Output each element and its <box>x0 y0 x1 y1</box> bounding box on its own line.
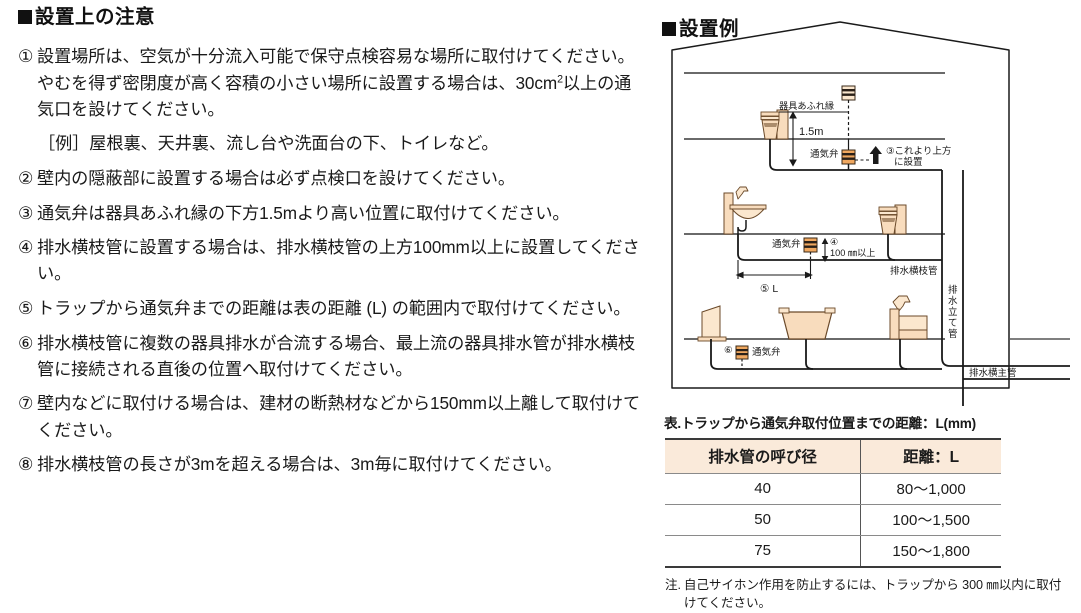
note-example-wrapper: ［例］屋根裏、天井裏、流し台や洗面台の下、トイレなど。 <box>18 130 644 156</box>
vent-terminal-icon <box>841 85 856 101</box>
cell-distance: 100〜1,500 <box>860 504 1001 536</box>
note-text: 排水横枝管の長さが3mを超える場合は、3m毎に取付けてください。 <box>37 454 562 475</box>
note-item: ③ 通気弁は器具あふれ縁の下方1.5mより高い位置に取付けてください。 <box>18 200 644 226</box>
label-note4-text: 100 ㎜以上 <box>830 248 875 258</box>
drain-pipe-2f-basin <box>737 234 942 261</box>
column-header-distance: 距離：L <box>860 438 1001 474</box>
column-header-pipe-diameter: 排水管の呼び径 <box>665 438 861 474</box>
label-overflow-rim: 器具あふれ縁 <box>779 100 834 111</box>
cell-pipe-diameter: 50 <box>665 504 861 536</box>
label-note3-line1: ③これより上方 <box>886 145 951 157</box>
label-vent-valve-2f: 通気弁 <box>772 238 801 250</box>
dimension-1-5m <box>789 111 797 167</box>
distance-table: 排水管の呼び径 距離：L 40 80〜1,000 50 100〜1,500 75… <box>665 438 1001 568</box>
cell-distance: 150〜1,800 <box>860 535 1001 568</box>
drain-pipe-1f-pan <box>710 339 942 370</box>
toilet-fixture-2f <box>878 204 907 235</box>
label-stack-pipe-group: 排 水 立 て 管 <box>948 284 958 340</box>
washing-pan-fixture-1f <box>697 305 727 342</box>
note-number: ① <box>18 46 34 67</box>
bullet-square-icon <box>662 22 676 36</box>
note-item: ② 壁内の隠蔽部に設置する場合は必ず点検口を設けてください。 <box>18 165 644 191</box>
installation-notes-column: 設置上の注意 ① 設置場所は、空気が十分流入可能で保守点検容易な場所に取付けてく… <box>18 6 644 486</box>
label-note5: ⑤ L <box>760 283 778 295</box>
note-number: ⑤ <box>18 298 34 319</box>
vent-valve-icon-3f <box>841 149 856 165</box>
note-text: 排水横枝管に設置する場合は、排水横枝管の上方100mm以上に設置してください。 <box>37 237 640 284</box>
note-number: ⑥ <box>18 332 34 353</box>
label-note3-line2: に設置 <box>894 156 923 168</box>
toilet-fixture-3f <box>760 109 789 140</box>
note-item: ① 設置場所は、空気が十分流入可能で保守点検容易な場所に取付けてください。やむを… <box>18 43 644 121</box>
label-stack-pipe-c2: 水 <box>948 295 958 307</box>
drainage-stack-pipe <box>941 170 1070 367</box>
label-stack-pipe-c4: て <box>948 318 958 329</box>
dimension-100mm <box>821 237 829 263</box>
diagram-title: 設置例 <box>662 12 739 41</box>
table-row: 40 80〜1,000 <box>665 473 1001 505</box>
label-dimension-1-5m: 1.5m <box>799 126 823 138</box>
kitchen-sink-fixture-1f <box>889 295 928 340</box>
label-vent-valve-1f: 通気弁 <box>752 346 781 358</box>
note-text: 壁内の隠蔽部に設置する場合は必ず点検口を設けてください。 <box>37 167 515 188</box>
vent-valve-icon-2f <box>803 237 818 253</box>
note-text: 排水横枝管に複数の器具排水が合流する場合、最上流の器具排水管が排水横枝管に接続さ… <box>37 332 636 379</box>
label-stack-pipe-c1: 排 <box>948 284 958 296</box>
label-note4-num: ④ <box>830 237 838 247</box>
note-number: ⑦ <box>18 393 34 414</box>
bathtub-fixture-1f <box>778 307 836 340</box>
table-footnote: 注. 自己サイホン作用を防止するには、トラップから 300 ㎜以内に取付けてくだ… <box>665 576 1070 613</box>
note-number: ② <box>18 167 34 188</box>
note-number: ⑧ <box>18 454 34 475</box>
label-stack-pipe-c5: 管 <box>948 328 958 340</box>
page-title: 設置上の注意 <box>18 6 644 29</box>
table-row: 75 150〜1,800 <box>665 535 1001 568</box>
table-body: 40 80〜1,000 50 100〜1,500 75 150〜1,800 <box>665 473 1001 568</box>
note-item: ⑤ トラップから通気弁までの距離は表の距離 (L) の範囲内で取付けてください。 <box>18 295 644 321</box>
label-stack-pipe-c3: 立 <box>948 306 958 318</box>
table-header-row: 排水管の呼び径 距離：L <box>665 438 1001 474</box>
upward-arrow-icon <box>869 146 882 164</box>
dimension-L <box>735 260 813 279</box>
note-item: ⑦ 壁内などに取付ける場合は、建材の断熱材などから150mm以上離して取付けてく… <box>18 390 644 442</box>
drain-pipe-2f-toilet <box>887 234 896 261</box>
cell-pipe-diameter: 40 <box>665 473 861 505</box>
label-vent-valve-3f: 通気弁 <box>810 148 839 160</box>
note-example: ［例］屋根裏、天井裏、流し台や洗面台の下、トイレなど。 <box>38 133 499 154</box>
drain-pipe-3f <box>769 139 942 171</box>
note-number: ④ <box>18 237 34 258</box>
note-item: ④ 排水横枝管に設置する場合は、排水横枝管の上方100mm以上に設置してください… <box>18 234 644 286</box>
note-item: ⑥ 排水横枝管に複数の器具排水が合流する場合、最上流の器具排水管が排水横枝管に接… <box>18 330 644 382</box>
table-footnote-text: 自己サイホン作用を防止するには、トラップから 300 ㎜以内に取付けてください。 <box>683 578 1062 611</box>
diagram-title-text: 設置例 <box>679 18 740 40</box>
vent-valve-icon-1f <box>735 345 749 360</box>
table-row: 50 100〜1,500 <box>665 504 1001 536</box>
table-title: 表.トラップから通気弁取付位置までの距離：L(mm) <box>664 416 976 431</box>
installation-example-column: 設置例 <box>662 6 1070 613</box>
note-text: トラップから通気弁までの距離は表の距離 (L) の範囲内で取付けてください。 <box>37 298 631 319</box>
table-footnote-label: 注. <box>665 578 681 592</box>
label-note6-num: ⑥ <box>724 345 733 356</box>
note-text: 壁内などに取付ける場合は、建材の断熱材などから150mm以上離して取付けてくださ… <box>37 393 641 440</box>
label-main-pipe: 排水横主管 <box>969 367 1017 379</box>
note-item: ⑧ 排水横枝管の長さが3mを超える場合は、3m毎に取付けてください。 <box>18 451 644 477</box>
notes-list: ① 設置場所は、空気が十分流入可能で保守点検容易な場所に取付けてください。やむを… <box>18 43 644 477</box>
note-text: 通気弁は器具あふれ縁の下方1.5mより高い位置に取付けてください。 <box>37 202 570 223</box>
label-branch-pipe: 排水横枝管 <box>890 265 938 277</box>
note-number: ③ <box>18 202 34 223</box>
page-title-text: 設置上の注意 <box>35 6 156 28</box>
house-outline <box>671 21 1010 389</box>
installation-diagram: 設置例 <box>662 6 1070 406</box>
washbasin-fixture-2f <box>723 186 767 235</box>
table-head: 排水管の呼び径 距離：L <box>665 438 1001 474</box>
drain-pipe-1f-sink <box>899 339 908 370</box>
cell-pipe-diameter: 75 <box>665 535 861 568</box>
cell-distance: 80〜1,000 <box>860 473 1001 505</box>
bullet-square-icon <box>18 10 32 24</box>
house-cross-section-svg: 器具あふれ縁 1.5m 通気弁 <box>671 21 1070 406</box>
drain-pipe-1f-tub <box>805 339 814 370</box>
note-text: 設置場所は、空気が十分流入可能で保守点検容易な場所に取付けてください。やむを得ず… <box>37 46 635 119</box>
